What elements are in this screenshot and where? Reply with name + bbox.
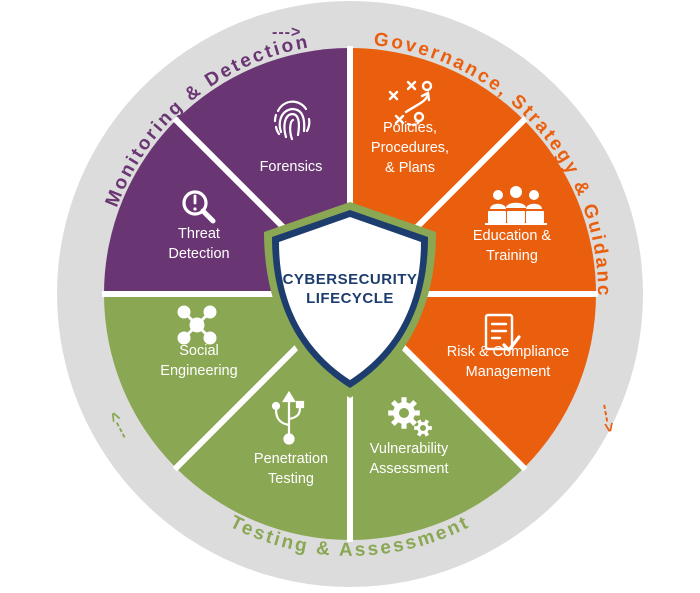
segment-label-line: Social — [179, 343, 219, 359]
segment-label-line: Penetration — [254, 451, 328, 467]
segment-label-education: Education & Training — [473, 228, 552, 264]
segment-label-policies: Policies, Procedures, & Plans — [371, 120, 449, 176]
fingerprint-icon — [273, 100, 311, 141]
arrow-monitoring: ---> — [272, 24, 301, 41]
segment-risk — [350, 294, 596, 468]
segment-social — [104, 294, 350, 468]
segment-label-line: Forensics — [260, 159, 323, 175]
segment-label-line: Testing — [268, 471, 314, 487]
segment-label-line: Threat — [178, 226, 220, 242]
center-shield: CYBERSECURITY LIFECYCLE — [264, 202, 436, 398]
checklist-icon — [484, 313, 521, 352]
segment-label-line: Education & — [473, 228, 552, 244]
segment-label-line: & Plans — [385, 160, 435, 176]
segment-label-line: Procedures, — [371, 140, 449, 156]
segment-label-line: Risk & Compliance — [447, 344, 570, 360]
usb-icon — [271, 390, 305, 445]
gears-icon — [388, 397, 432, 437]
segment-label-line: Management — [466, 364, 551, 380]
segment-label-line: Vulnerability — [370, 441, 449, 457]
segment-label-forensics: Forensics — [260, 159, 323, 175]
arrow-governance: ---> — [596, 403, 618, 435]
shield-title-line1: CYBERSECURITY — [283, 271, 418, 288]
shield-inner — [279, 217, 421, 380]
segment-label-line: Training — [486, 248, 538, 264]
segment-label-line: Detection — [168, 246, 229, 262]
segment-icons — [177, 80, 547, 445]
strategy-playbook-icon — [388, 80, 433, 126]
segment-label-line: Policies, — [383, 120, 437, 136]
segment-label-line: Assessment — [370, 461, 449, 477]
segment-label-line: Engineering — [160, 363, 237, 379]
network-nodes-icon — [177, 305, 217, 345]
magnifier-alert-icon — [182, 190, 216, 224]
segment-labels: Forensics Policies, Procedures, & PlansEduc… — [160, 120, 569, 487]
gear-hole — [420, 425, 426, 431]
shield-title-line2: LIFECYCLE — [306, 290, 394, 307]
gear-hole — [399, 408, 409, 418]
training-group-icon — [485, 186, 547, 225]
